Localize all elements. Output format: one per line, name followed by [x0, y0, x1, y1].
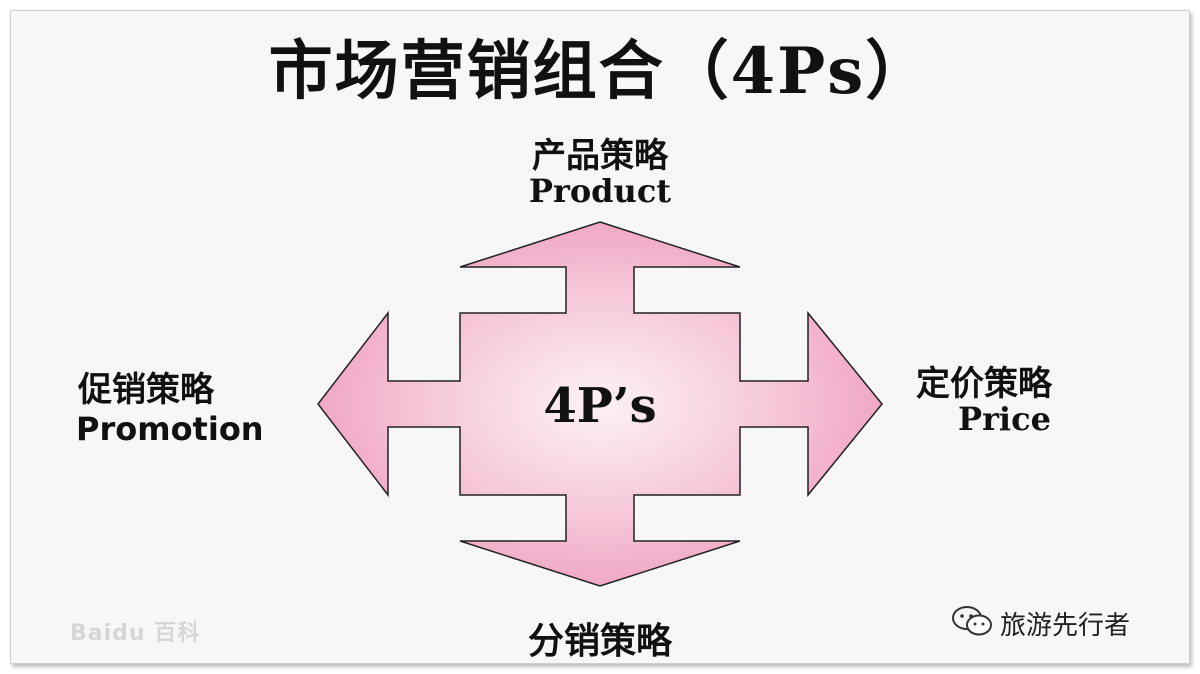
promotion-strategy-label: 促销策略 [78, 370, 214, 410]
diagram-title: 市场营销组合（4Ps） [268, 34, 932, 109]
promotion-strategy-english: Promotion [76, 410, 264, 448]
price-strategy-label: 定价策略 [916, 364, 1052, 404]
product-strategy-label: 产品策略 [532, 136, 668, 176]
four-way-arrow-shape [317, 221, 883, 587]
place-strategy-label: 分销策略 [527, 620, 672, 662]
brand-badge: 旅游先行者 [950, 604, 1130, 642]
wechat-icon [950, 604, 994, 642]
center-label: 4P’s [543, 378, 657, 434]
brand-name: 旅游先行者 [1000, 610, 1131, 641]
product-strategy-english: Product [528, 172, 672, 210]
price-strategy-english: Price [958, 400, 1051, 438]
watermark-logo: Baidu 百科 [70, 621, 201, 646]
